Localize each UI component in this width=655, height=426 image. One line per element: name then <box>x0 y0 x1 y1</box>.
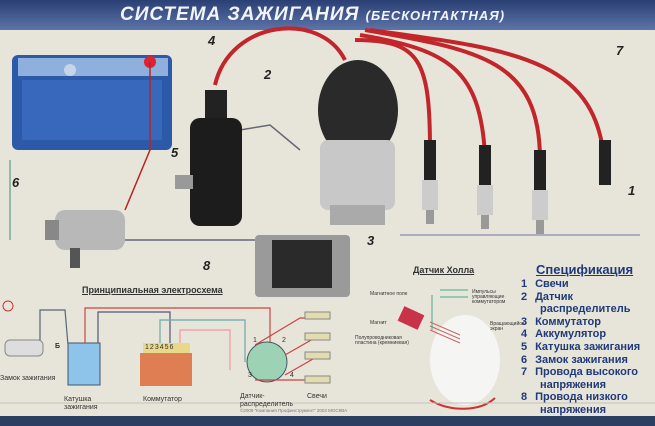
battery-illustration <box>12 55 172 150</box>
spec-num: 7 <box>520 366 528 379</box>
spec-item: 7 Провода высокого <box>516 366 640 379</box>
hall-magnetic-field: Магнитное поле <box>370 291 408 297</box>
schematic-title: Принципиальная электросхема <box>82 285 223 295</box>
commutator-pins: 123456 <box>145 344 174 351</box>
pin: 5 <box>164 344 170 351</box>
hall-plate: Полупроводниковая пластина (кремниевая) <box>355 335 409 346</box>
footer-band <box>0 416 655 426</box>
spec-label: Коммутатор <box>535 315 601 328</box>
title-sub: (БЕСКОНТАКТНАЯ) <box>365 8 506 23</box>
dist-pin-1: 1 <box>253 337 257 344</box>
callout-1: 1 <box>628 183 636 198</box>
spec-cont: напряжения <box>540 403 606 416</box>
coil-label: Катушка зажигания <box>64 396 98 411</box>
dist-pin-2: 2 <box>282 337 286 344</box>
hall-magnet: Магнит <box>370 320 387 326</box>
spec-num: 1 <box>520 278 528 290</box>
spec-label: Провода высокого <box>535 366 638 379</box>
dist-pin-4: 4 <box>290 372 294 379</box>
pin: 3 <box>154 344 160 351</box>
spec-label: Катушка зажигания <box>535 340 641 353</box>
spec-item: 3 Коммутатор <box>516 316 640 329</box>
title-main: СИСТЕМА ЗАЖИГАНИЯ <box>120 4 360 25</box>
spec-item: 2 Датчик <box>516 291 640 304</box>
hall-title: Датчик Холла <box>413 265 475 275</box>
spark-plugs <box>422 140 611 234</box>
spec-num: 5 <box>520 340 528 353</box>
spec-label: Провода низкого <box>535 391 628 404</box>
spec-item: 6 Замок зажигания <box>516 354 640 367</box>
distributor <box>318 60 398 225</box>
spec-label: Аккумулятор <box>535 328 607 341</box>
distributor-label: Датчик-распределитель <box>240 393 293 408</box>
callout-2: 2 <box>264 67 272 82</box>
callout-7: 7 <box>616 43 624 58</box>
spec-item: 5 Катушка зажигания <box>516 341 640 354</box>
spec-cont: распределитель <box>540 303 631 316</box>
high-voltage-wires <box>213 26 607 171</box>
callout-4: 4 <box>208 33 216 48</box>
spec-label: Датчик <box>535 290 574 303</box>
spec-label: Свечи <box>535 278 569 290</box>
callout-3: 3 <box>367 233 375 248</box>
pin: 4 <box>159 344 165 351</box>
pin: 1 <box>145 344 150 351</box>
spec-item: 8 Провода низкого <box>516 391 640 404</box>
spec-num: 8 <box>520 391 528 404</box>
hall-screen: Вращающийся экран <box>490 321 525 332</box>
hall-sensor-diagram <box>397 289 500 410</box>
spec-num: 2 <box>520 290 528 303</box>
coil-terminal-label: Б <box>55 343 61 350</box>
ignition-coil <box>175 90 242 226</box>
spec-title: Спецификация <box>536 262 634 277</box>
dist-pin-3: 3 <box>248 372 252 379</box>
lock-label: Замок зажигания <box>0 375 56 382</box>
spec-num: 3 <box>520 315 528 328</box>
schematic <box>2 300 331 386</box>
spec-num: 4 <box>520 328 528 341</box>
spec-num: 6 <box>520 353 528 366</box>
callout-8: 8 <box>203 258 211 273</box>
pin: 6 <box>169 344 175 351</box>
spec-item: 4 Аккумулятор <box>516 328 640 341</box>
spec-list: 1 Свечи 2 Датчик распределитель 3 Коммут… <box>516 278 640 417</box>
callout-5: 5 <box>171 145 179 160</box>
commutator <box>255 235 350 297</box>
ignition-lock <box>45 210 125 268</box>
spec-item: 1 Свечи <box>516 278 640 291</box>
pin: 2 <box>149 344 155 351</box>
spec-label: Замок зажигания <box>535 353 628 366</box>
plugs-label: Свечи <box>307 393 327 400</box>
spec-cont: напряжения <box>540 378 606 391</box>
hall-pulses: Импульсы управляющие коммутатором <box>472 289 506 305</box>
copyright: ©2009 "Компания Профинструмент" 2003 МОС… <box>240 408 348 413</box>
title-band <box>0 0 655 30</box>
commutator-label: Коммутатор <box>143 396 182 403</box>
callout-6: 6 <box>12 175 20 190</box>
poster-title: СИСТЕМА ЗАЖИГАНИЯ (БЕСКОНТАКТНАЯ) <box>120 4 505 26</box>
